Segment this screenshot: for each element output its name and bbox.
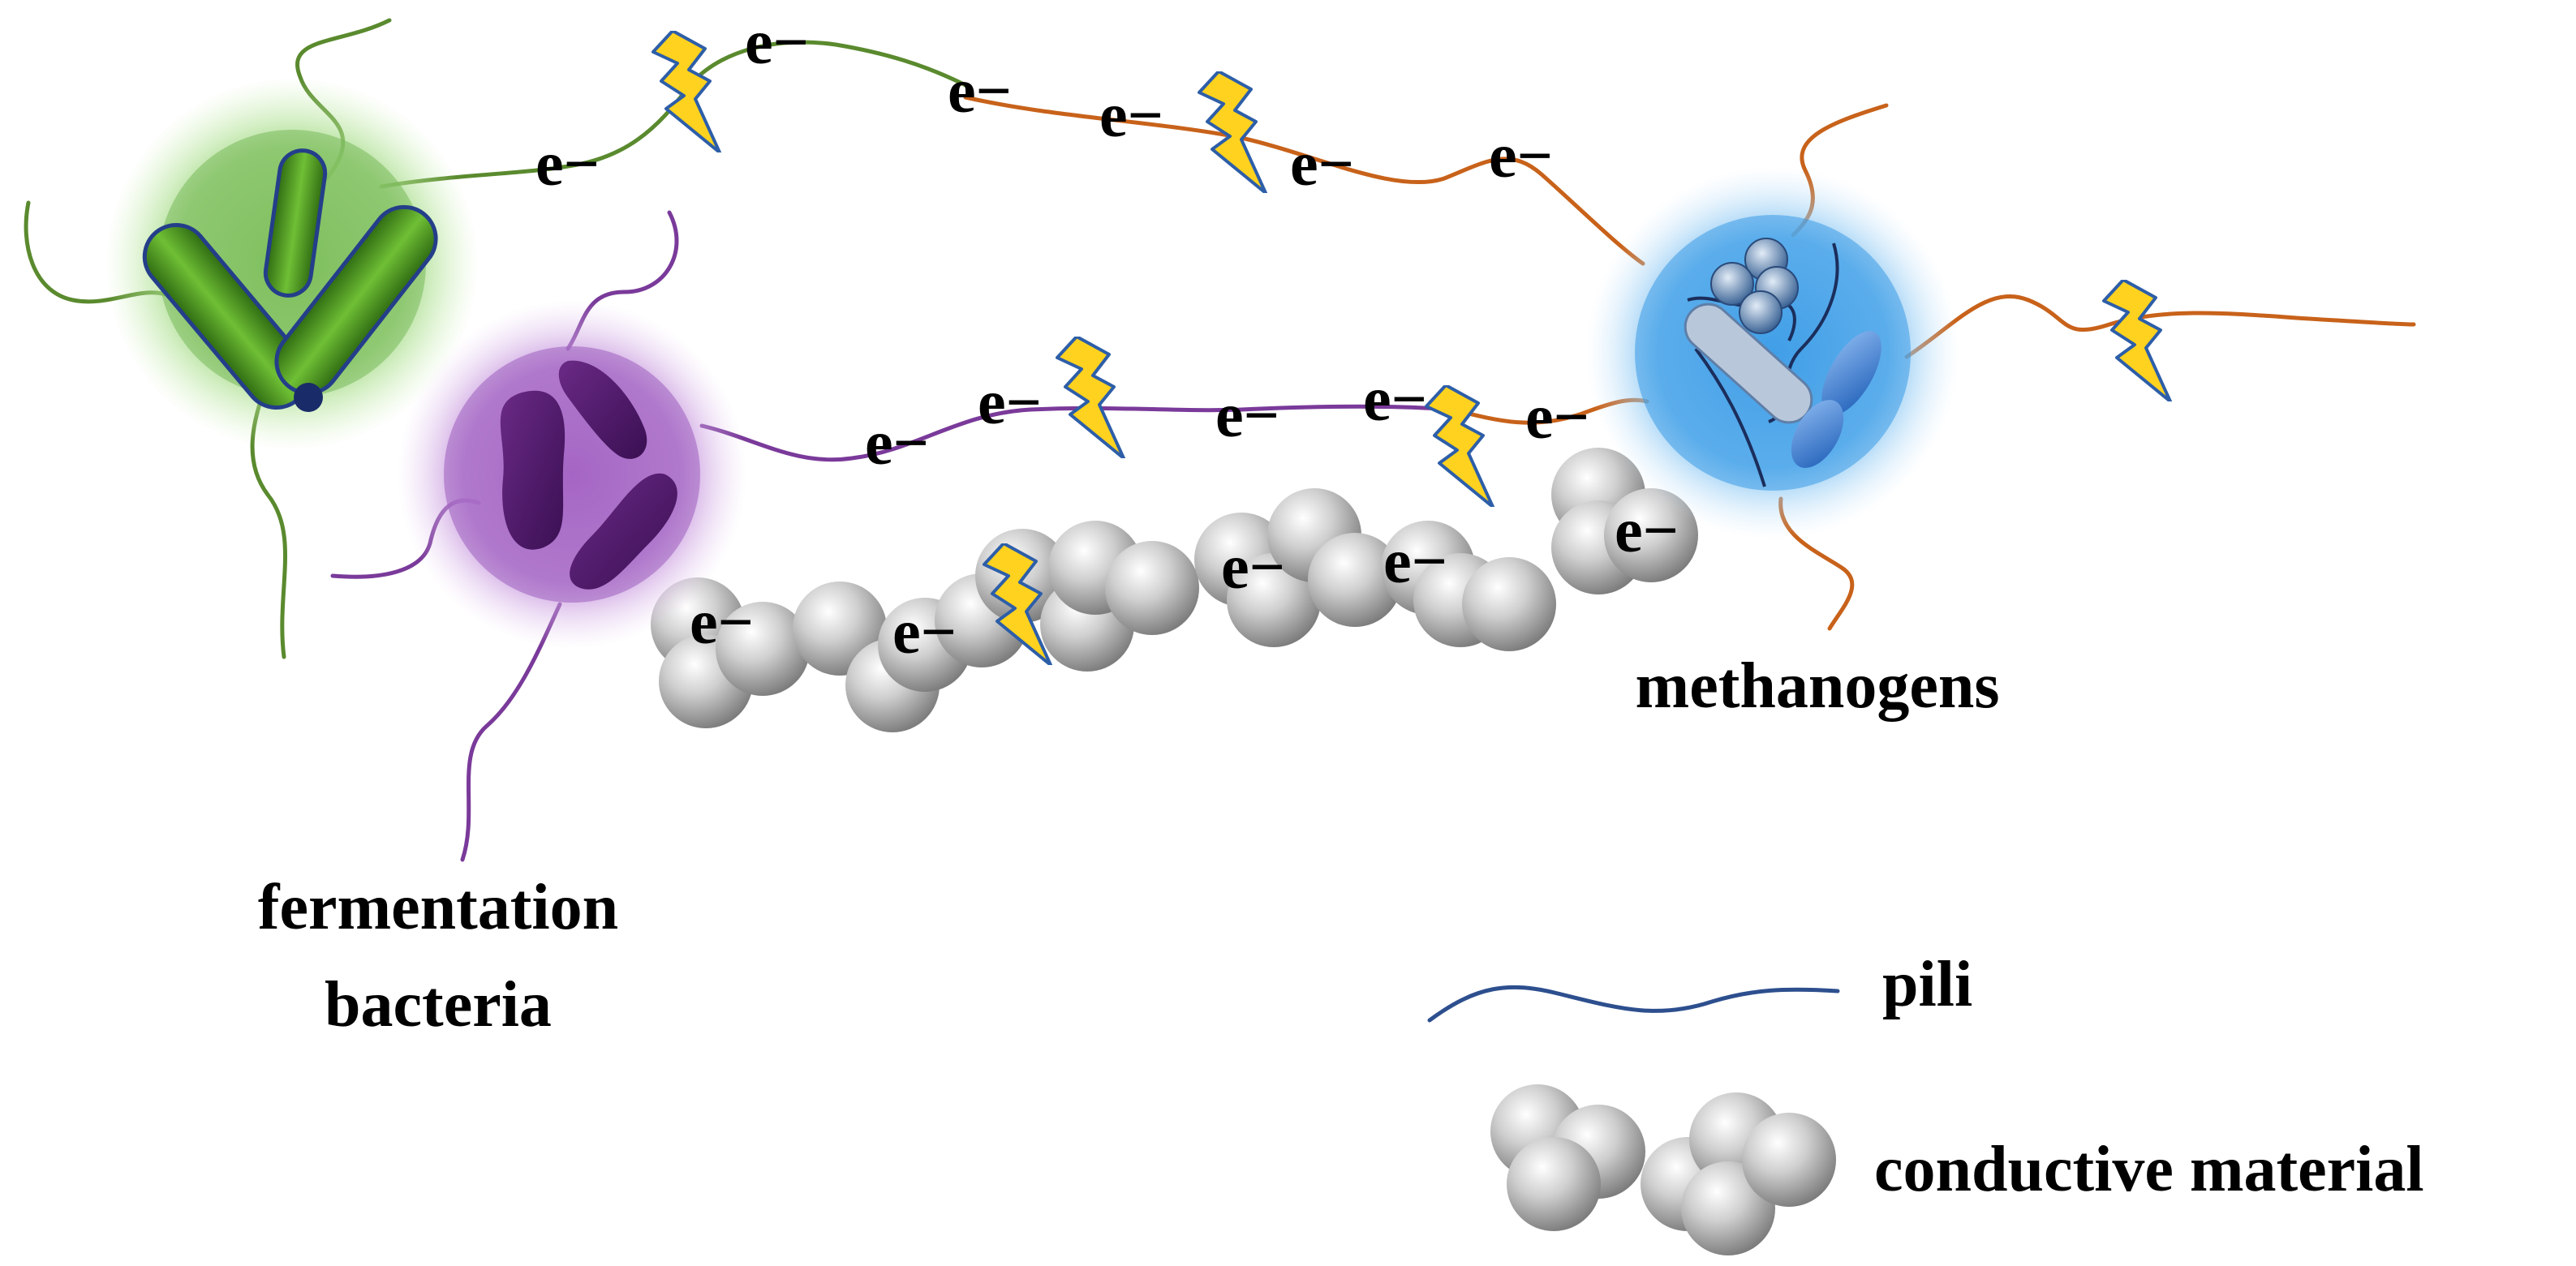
coccus-cluster-icon <box>1710 238 1799 334</box>
diplococcus-icon <box>1791 331 1881 468</box>
legend-conductive-material-label: conductive material <box>1874 1134 2424 1205</box>
legend: pili conductive material <box>1427 949 2424 1255</box>
sphere <box>1105 541 1199 635</box>
electron-symbol: e− <box>1363 363 1427 434</box>
purple-bacteria-cell <box>398 300 746 649</box>
electron-symbol: e− <box>978 367 1042 437</box>
orange-pilus-upper <box>963 95 1645 266</box>
legend-pili-swatch <box>1427 985 1840 1023</box>
methanogens-label: methanogens <box>1636 650 2000 722</box>
conductive-material-chain <box>651 448 1698 732</box>
electron-symbol: e− <box>1383 526 1447 596</box>
electron-symbol: e− <box>1215 380 1279 450</box>
rod-bacterium-icon <box>142 148 438 412</box>
electron-symbol: e− <box>690 586 754 657</box>
electron-symbol: e− <box>1290 128 1354 199</box>
electron-symbol: e− <box>865 407 929 478</box>
legend-pili-label: pili <box>1882 949 1972 1020</box>
methanogen-cell <box>1586 166 1959 539</box>
green-bacteria-cell <box>105 77 479 450</box>
orange-pilus-right <box>1904 294 2416 359</box>
sphere <box>1462 557 1556 651</box>
lightning-icon <box>2104 280 2170 401</box>
lightning-icon <box>653 31 720 152</box>
electron-symbol: e− <box>1615 495 1679 565</box>
electrons: e− e− e− e− e− e− e− e− e− e− e− e− e− e… <box>535 6 1679 667</box>
electron-symbol: e− <box>948 55 1012 126</box>
fermentation-bacteria-label-line1: fermentation <box>258 872 618 943</box>
electron-symbol: e− <box>535 128 600 199</box>
electron-symbol: e− <box>1489 120 1553 191</box>
purple-pilus-to-methanogen <box>699 404 1455 462</box>
purple-bacterium-icon <box>500 360 677 590</box>
electron-symbol: e− <box>1099 79 1163 150</box>
electron-symbol: e− <box>1525 381 1589 452</box>
purple-pilus-bottom <box>460 602 562 862</box>
electron-symbol: e− <box>745 6 809 77</box>
legend-conductive-material-swatch <box>1490 1084 1836 1255</box>
lightning-icon <box>1426 385 1493 507</box>
electron-symbol: e− <box>892 596 957 667</box>
fermentation-bacteria-label-line2: bacteria <box>325 969 552 1041</box>
lightning-icon <box>1057 337 1124 458</box>
electron-symbol: e− <box>1221 531 1285 602</box>
